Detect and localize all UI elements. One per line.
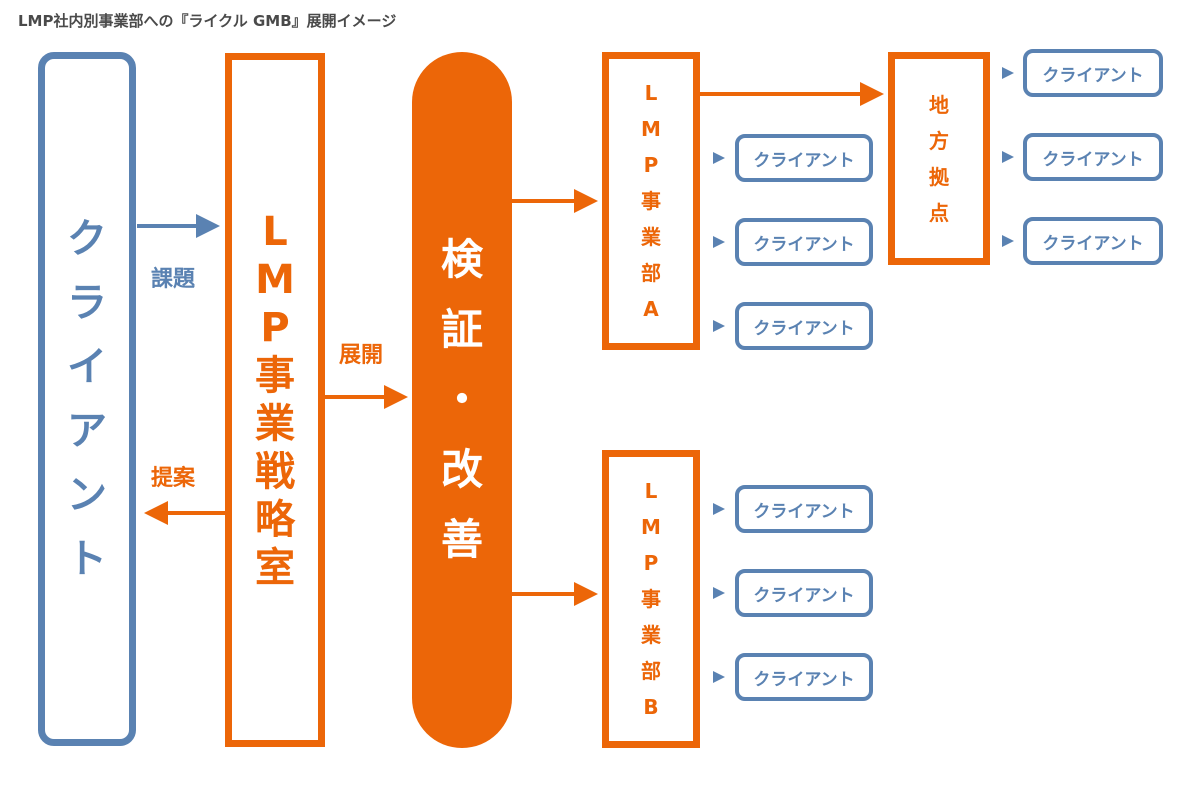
client-pill-b1: クライアント (735, 485, 873, 533)
dept-a-char: 事 (641, 189, 661, 213)
verify-char: 善 (440, 515, 483, 564)
dept-b-box: L M P 事 業 部 B (602, 450, 700, 748)
strategy-char: M (255, 257, 295, 303)
client-main-char: ク (67, 216, 107, 262)
regional-char: 方 (929, 128, 949, 153)
pointer-triangle-a2 (713, 236, 725, 248)
strategy-char: 室 (255, 545, 295, 591)
verify-char: 検 (440, 235, 483, 284)
verify-char: ・ (440, 375, 483, 424)
strategy-char: P (260, 305, 290, 351)
pointer-triangle-b1 (713, 503, 725, 515)
pointer-triangle-a1 (713, 152, 725, 164)
client-pill-r3: クライアント (1023, 217, 1163, 265)
dept-b-char: B (643, 695, 659, 719)
client-pill-a2: クライアント (735, 218, 873, 266)
strategy-char: L (262, 209, 288, 255)
dept-a-char: P (643, 153, 659, 177)
client-pill-a1: クライアント (735, 134, 873, 182)
dept-a-box: L M P 事 業 部 A (602, 52, 700, 350)
pointer-triangle-b3 (713, 671, 725, 683)
page-title: LMP社内別事業部への『ライクル GMB』展開イメージ (18, 12, 397, 30)
client-main-char: ア (67, 408, 107, 454)
dept-b-char: P (643, 551, 659, 575)
regional-base-box: 地 方 拠 点 (888, 52, 990, 265)
pointer-triangle-a3 (713, 320, 725, 332)
regional-char: 地 (929, 92, 949, 117)
issue-label: 課題 (151, 267, 196, 292)
dept-b-char: 部 (641, 659, 661, 683)
pointer-triangle-b2 (713, 587, 725, 599)
pointer-triangle-r2 (1002, 151, 1014, 163)
dept-a-char: 部 (641, 261, 661, 285)
dept-b-char: M (641, 515, 661, 539)
pointer-triangle-r3 (1002, 235, 1014, 247)
client-main-char: ト (67, 536, 107, 582)
strategy-char: 業 (255, 401, 295, 447)
deploy-label: 展開 (339, 343, 384, 368)
dept-a-char: L (644, 81, 658, 105)
dept-b-char: 業 (641, 623, 661, 647)
strategy-office-box: L M P 事 業 戦 略 室 (225, 53, 325, 747)
client-main-box: ク ラ イ ア ン ト (38, 52, 136, 746)
strategy-char: 略 (255, 497, 295, 543)
strategy-char: 事 (255, 353, 295, 399)
strategy-char: 戦 (255, 449, 295, 495)
regional-char: 点 (929, 200, 949, 225)
client-pill-a3: クライアント (735, 302, 873, 350)
proposal-label: 提案 (151, 466, 196, 491)
verify-char: 改 (440, 445, 483, 494)
client-main-char: ラ (67, 280, 107, 326)
dept-a-char: 業 (641, 225, 661, 249)
pointer-triangle-r1 (1002, 67, 1014, 79)
client-pill-b2: クライアント (735, 569, 873, 617)
dept-a-char: A (643, 297, 659, 321)
client-main-char: イ (67, 344, 107, 390)
verify-improve-pill: 検 証 ・ 改 善 (412, 52, 512, 748)
regional-char: 拠 (929, 164, 949, 189)
dept-b-char: 事 (641, 587, 661, 611)
dept-a-char: M (641, 117, 661, 141)
verify-char: 証 (440, 305, 483, 354)
dept-b-char: L (644, 479, 658, 503)
client-pill-b3: クライアント (735, 653, 873, 701)
client-main-char: ン (67, 472, 107, 518)
client-pill-r2: クライアント (1023, 133, 1163, 181)
client-pill-r1: クライアント (1023, 49, 1163, 97)
